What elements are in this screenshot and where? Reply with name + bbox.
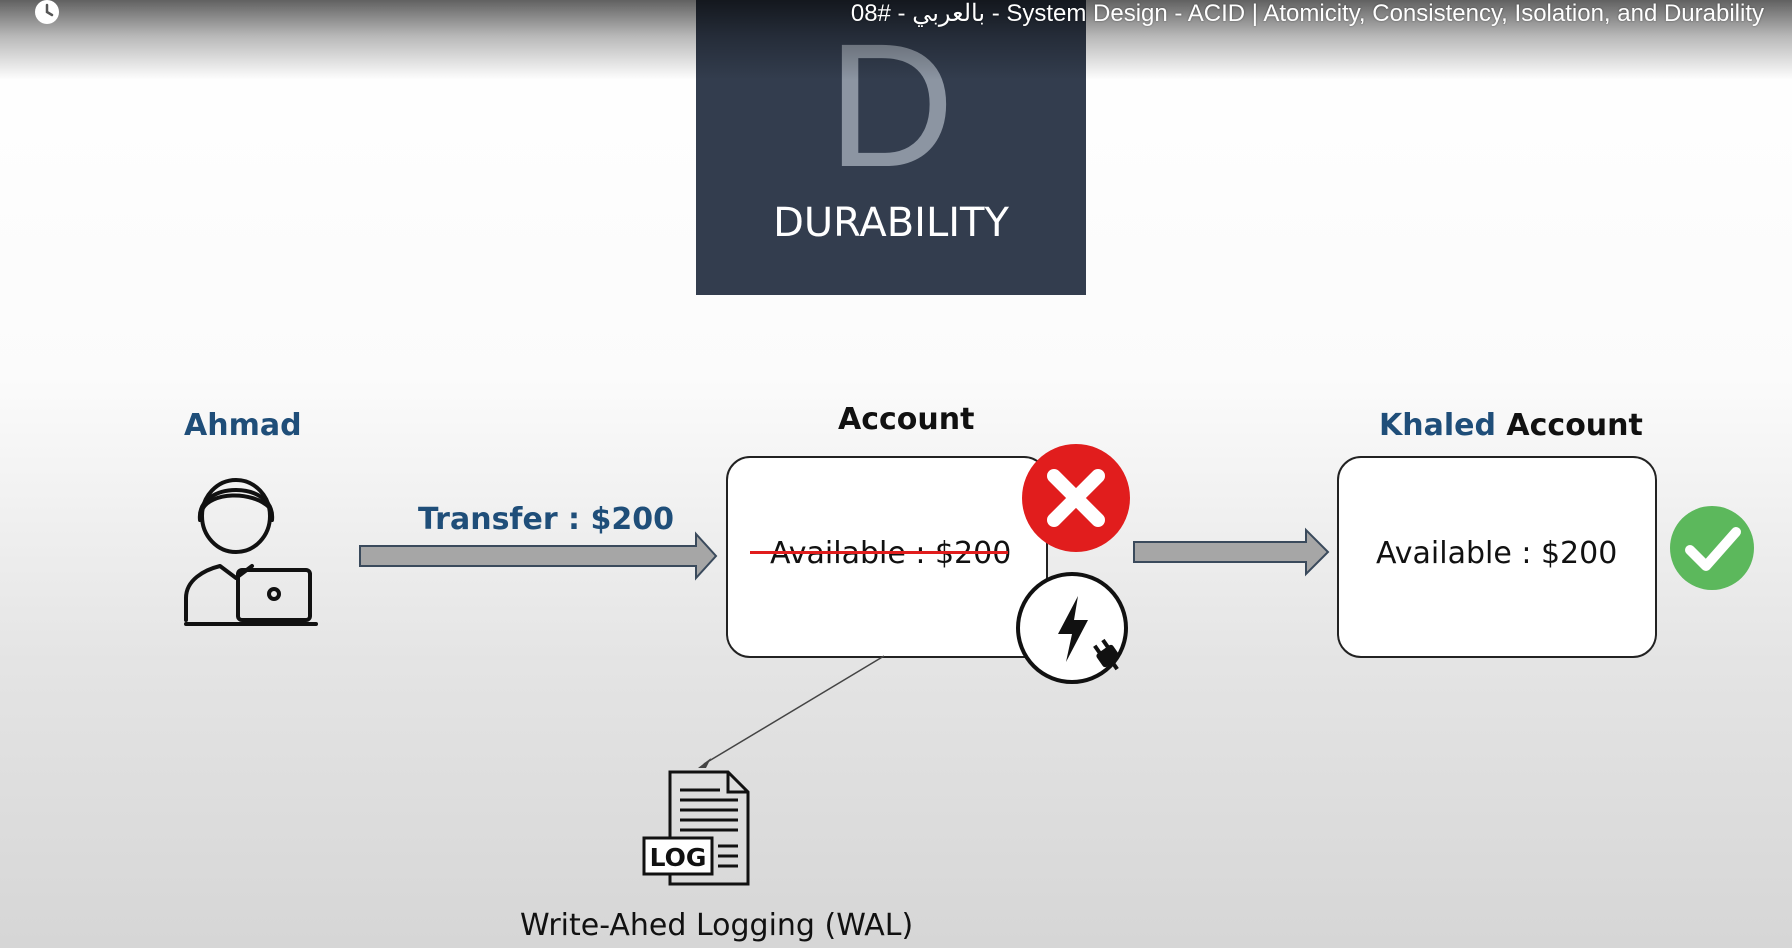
checkmark-icon <box>1670 506 1754 590</box>
x-mark-icon <box>1022 444 1130 552</box>
log-connector-arrowhead <box>698 758 711 768</box>
receiver-name: Khaled <box>1379 408 1496 443</box>
transfer-arrow <box>359 531 718 581</box>
receiver-account-box <box>1337 456 1657 658</box>
log-file-icon <box>642 770 750 886</box>
receiver-available: Available : $200 <box>1376 536 1618 571</box>
account-box <box>726 456 1048 658</box>
log-connector-line <box>703 655 885 765</box>
header-word: DURABILITY <box>773 200 1009 246</box>
transfer-label: Transfer : $200 <box>418 502 674 537</box>
video-title[interactable]: 08# - بالعربي - System Design - ACID | A… <box>850 0 1764 27</box>
account-title: Account <box>838 402 975 437</box>
receiver-title: Khaled Account <box>1379 408 1643 443</box>
wal-label: Write-Ahed Logging (WAL) <box>520 908 914 943</box>
sender-name: Ahmad <box>184 408 302 443</box>
receiver-title-suffix: Account <box>1506 408 1643 443</box>
power-outage-icon <box>1016 572 1128 684</box>
strikethrough-line <box>750 551 1008 554</box>
clock-icon[interactable] <box>32 0 62 28</box>
person-laptop-icon <box>184 478 318 626</box>
log-badge-text: LOG <box>650 843 707 872</box>
player-top-bar: 08# - بالعربي - System Design - ACID | A… <box>0 0 1792 80</box>
forward-arrow <box>1133 527 1330 577</box>
